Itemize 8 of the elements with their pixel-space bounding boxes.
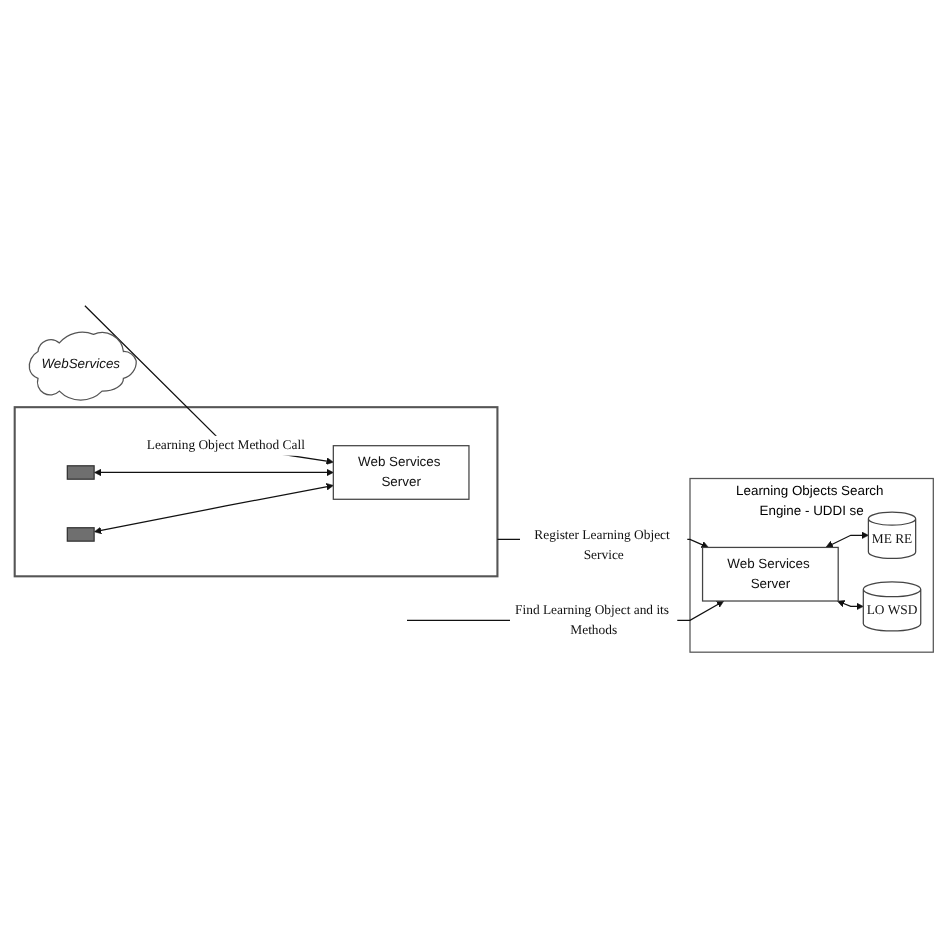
node-box xyxy=(66,465,95,480)
node-box xyxy=(66,527,95,542)
arrow xyxy=(94,468,334,477)
cluster xyxy=(13,406,499,578)
arrow xyxy=(84,305,334,465)
arrow xyxy=(837,600,864,611)
arrow xyxy=(94,483,334,535)
arrow xyxy=(825,531,869,548)
